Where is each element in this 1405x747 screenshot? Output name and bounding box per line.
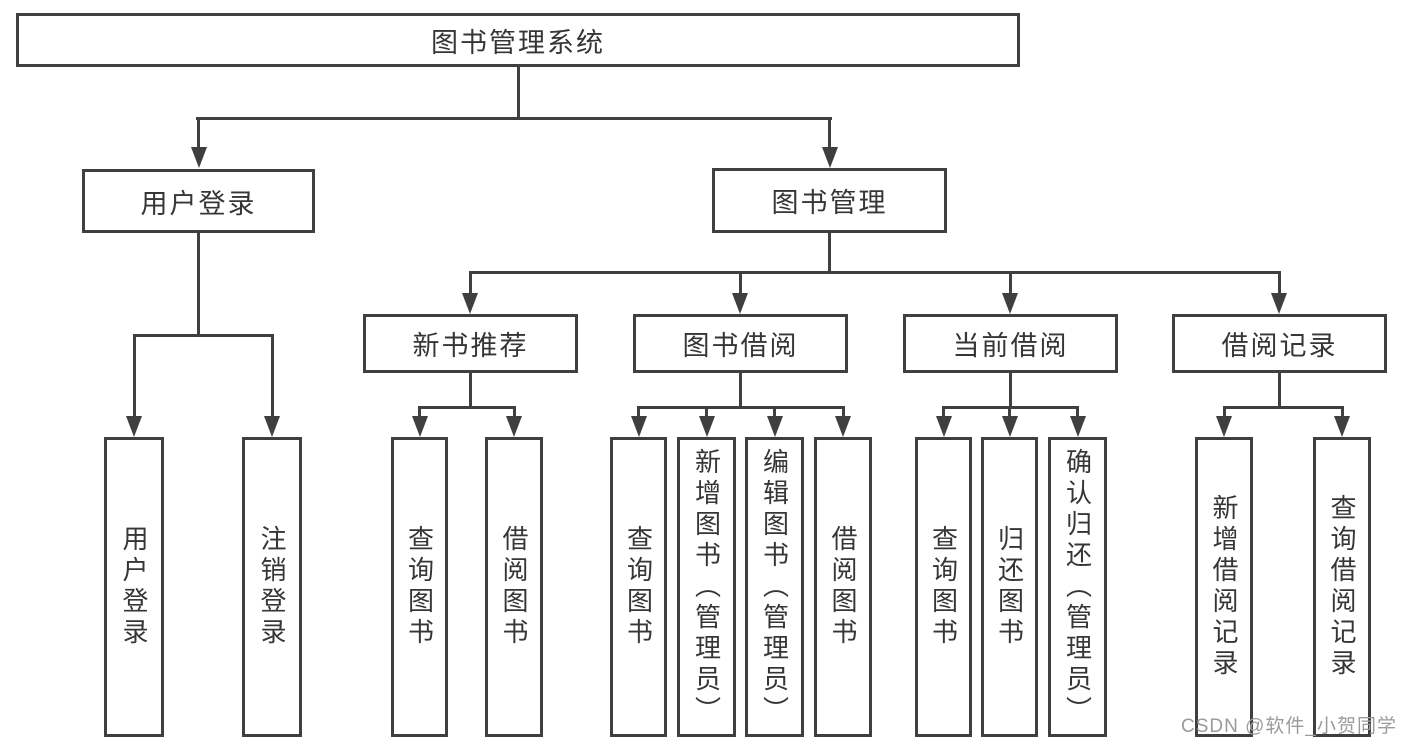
node-label: 图书管理系统 (431, 27, 605, 58)
connector-line (469, 271, 1281, 274)
node-label: 图书管理 (771, 188, 888, 218)
node-confirm-return-admin: 确认归还（管理员） (1048, 437, 1107, 737)
connector-line (418, 406, 516, 409)
connector-line (197, 232, 200, 336)
node-label: 注销登录 (257, 525, 287, 649)
arrowhead-down-icon (1334, 416, 1350, 437)
node-label: 新增借阅记录 (1209, 494, 1239, 680)
node-borrow-books-recommend: 借阅图书 (485, 437, 543, 737)
arrowhead-down-icon (126, 416, 142, 437)
node-label: 查询图书 (623, 525, 654, 649)
csdn-watermark: CSDN @软件_小贺同学 (1181, 716, 1397, 737)
node-new-book-recommendation: 新书推荐 (363, 314, 578, 373)
connector-line (842, 406, 845, 418)
connector-line (637, 406, 640, 418)
arrowhead-down-icon (1070, 416, 1086, 437)
connector-line (773, 406, 776, 418)
connector-line (197, 117, 200, 151)
connector-line (196, 117, 832, 120)
node-label: 查询图书 (404, 525, 435, 649)
connector-line (637, 406, 844, 409)
node-current-borrowing: 当前借阅 (903, 314, 1118, 373)
connector-line (271, 334, 274, 418)
node-label: 图书借阅 (682, 331, 799, 361)
node-label: 归还图书 (994, 525, 1025, 649)
node-user-login: 用户登录 (82, 169, 315, 233)
node-label: 借阅记录 (1221, 331, 1338, 361)
connector-line (828, 117, 831, 151)
node-label: 查询借阅记录 (1327, 494, 1357, 680)
node-add-borrow-record: 新增借阅记录 (1195, 437, 1253, 737)
arrowhead-down-icon (191, 147, 207, 168)
connector-line (133, 334, 274, 337)
node-label: 借阅图书 (828, 525, 858, 649)
connector-line (705, 406, 708, 418)
arrowhead-down-icon (1271, 293, 1287, 314)
node-query-books-current: 查询图书 (915, 437, 972, 737)
node-logout-leaf: 注销登录 (242, 437, 302, 737)
connector-line (418, 406, 421, 418)
node-return-book: 归还图书 (981, 437, 1038, 737)
connector-line (1223, 406, 1344, 409)
connector-line (1341, 406, 1344, 418)
connector-line (469, 271, 472, 295)
node-borrowing-records: 借阅记录 (1172, 314, 1387, 373)
connector-line (469, 372, 472, 408)
node-label: 新书推荐 (412, 331, 529, 361)
connector-line (739, 271, 742, 295)
arrowhead-down-icon (936, 416, 952, 437)
node-label: 新增图书（管理员） (691, 447, 722, 727)
node-label: 用户登录 (140, 188, 257, 219)
node-label: 查询图书 (928, 525, 959, 649)
arrowhead-down-icon (264, 416, 280, 437)
connector-line (1009, 271, 1012, 295)
arrowhead-down-icon (1216, 416, 1232, 437)
node-label: 编辑图书（管理员） (759, 447, 790, 727)
connector-line (739, 372, 742, 408)
node-library-management-system: 图书管理系统 (16, 13, 1020, 67)
node-add-book-admin: 新增图书（管理员） (677, 437, 736, 737)
arrowhead-down-icon (506, 416, 522, 437)
arrowhead-down-icon (1002, 416, 1018, 437)
node-query-books-borrowing: 查询图书 (610, 437, 667, 737)
connector-line (828, 232, 831, 274)
connector-line (1278, 372, 1281, 408)
connector-line (1008, 406, 1011, 418)
connector-line (1076, 406, 1079, 418)
node-book-management: 图书管理 (712, 168, 947, 233)
arrowhead-down-icon (631, 416, 647, 437)
node-query-borrow-record: 查询借阅记录 (1313, 437, 1371, 737)
arrowhead-down-icon (462, 293, 478, 314)
connector-line (513, 406, 516, 418)
connector-line (1223, 406, 1226, 418)
connector-line (1278, 271, 1281, 295)
node-label: 用户登录 (119, 525, 149, 649)
arrowhead-down-icon (699, 416, 715, 437)
connector-line (942, 406, 945, 418)
node-label: 当前借阅 (952, 331, 1069, 361)
connector-line (517, 67, 520, 119)
node-borrow-books-borrowing: 借阅图书 (814, 437, 872, 737)
arrowhead-down-icon (835, 416, 851, 437)
node-label: 借阅图书 (499, 525, 529, 649)
arrowhead-down-icon (1002, 293, 1018, 314)
node-user-login-leaf: 用户登录 (104, 437, 164, 737)
node-label: 确认归还（管理员） (1062, 447, 1093, 727)
node-book-borrowing: 图书借阅 (633, 314, 848, 373)
connector-line (1009, 372, 1012, 408)
arrowhead-down-icon (412, 416, 428, 437)
node-query-books-recommend: 查询图书 (391, 437, 448, 737)
arrowhead-down-icon (822, 147, 838, 168)
node-edit-book-admin: 编辑图书（管理员） (745, 437, 804, 737)
arrowhead-down-icon (767, 416, 783, 437)
connector-line (133, 334, 136, 418)
arrowhead-down-icon (732, 293, 748, 314)
